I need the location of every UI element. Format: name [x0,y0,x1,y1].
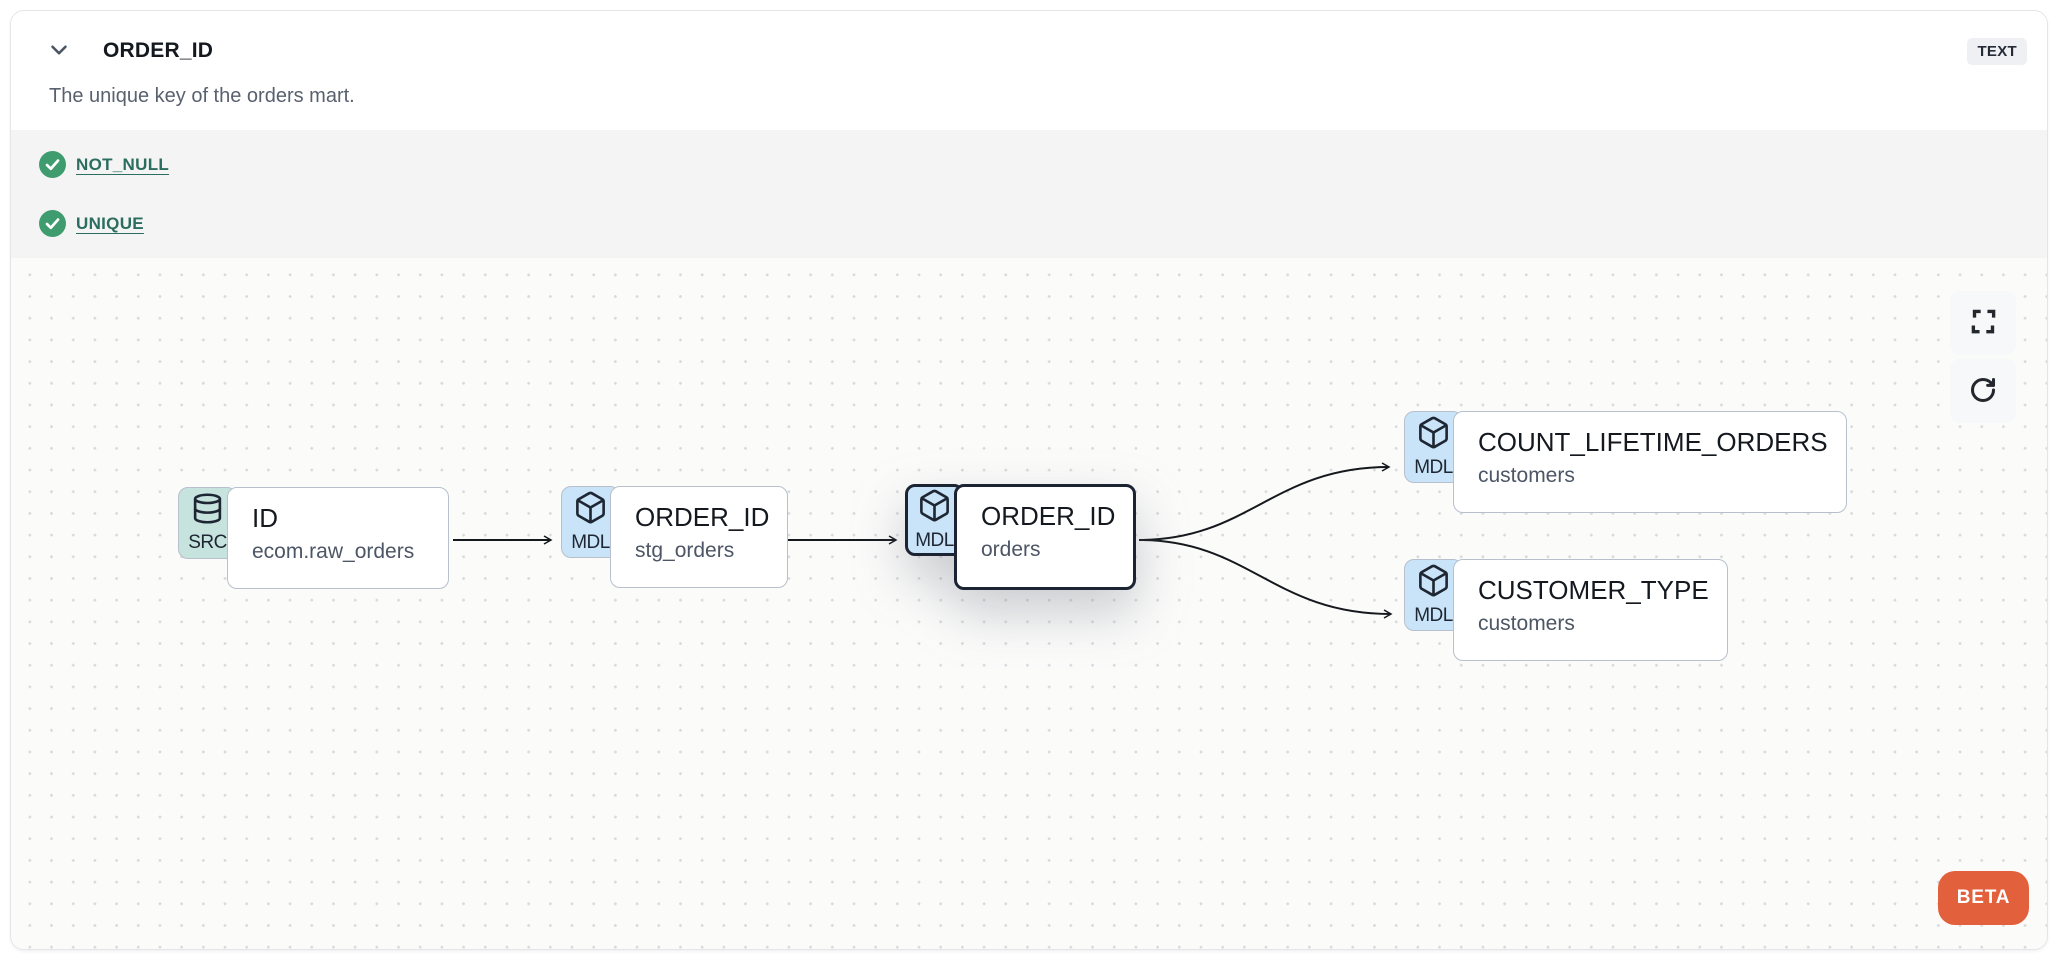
edge-orders-to-count-lifetime [1138,467,1389,541]
node-subtitle: orders [981,538,1041,561]
node-card: COUNT_LIFETIME_ORDERS customers [1453,411,1847,513]
node-subtitle: stg_orders [635,539,735,562]
node-card: ORDER_ID stg_orders [610,486,789,588]
chevron-down-icon [46,37,72,66]
cube-icon [1416,415,1451,455]
test-link-unique[interactable]: UNIQUE [76,213,144,233]
node-title: ORDER_ID [635,502,770,532]
check-circle-icon [39,210,66,237]
refresh-icon [1969,376,1997,407]
node-kind-label: MDL [915,530,954,551]
lineage-node-stg-orders[interactable]: MDL ORDER_ID stg_orders [561,486,789,588]
node-title: ORDER_ID [981,501,1116,531]
collapse-chevron-button[interactable] [41,33,77,69]
node-kind-label: MDL [571,532,610,553]
node-card: ID ecom.raw_orders [227,487,449,589]
column-description: The unique key of the orders mart. [49,85,355,107]
fullscreen-icon [1970,308,1997,338]
cube-icon [1416,563,1451,603]
node-subtitle: customers [1478,612,1575,635]
test-row: NOT_NULL [39,151,2019,178]
lineage-node-source-id[interactable]: SRC ID ecom.raw_orders [178,487,449,589]
beta-badge: BETA [1938,871,2029,925]
database-icon [191,492,224,530]
lineage-canvas[interactable]: SRC ID ecom.raw_orders MDL ORDER_ID stg_… [11,258,2047,949]
refresh-button[interactable] [1950,359,2016,423]
node-subtitle: ecom.raw_orders [252,540,415,563]
node-card: CUSTOMER_TYPE customers [1453,559,1728,661]
test-row: UNIQUE [39,210,2019,237]
panel-header: ORDER_ID TEXT The unique key of the orde… [11,11,2047,108]
column-type-badge: TEXT [1967,37,2027,65]
lineage-node-count-lifetime-orders[interactable]: MDL COUNT_LIFETIME_ORDERS customers [1404,411,1847,513]
node-subtitle: customers [1478,464,1575,487]
column-detail-panel: ORDER_ID TEXT The unique key of the orde… [10,10,2048,950]
cube-icon [573,490,608,530]
lineage-node-customer-type[interactable]: MDL CUSTOMER_TYPE customers [1404,559,1728,661]
test-link-not-null[interactable]: NOT_NULL [76,154,170,174]
lineage-edges [453,258,2047,938]
node-title: CUSTOMER_TYPE [1478,575,1709,605]
page-title: ORDER_ID [103,39,214,62]
node-kind-label: MDL [1414,605,1453,626]
node-title: COUNT_LIFETIME_ORDERS [1478,427,1828,457]
cube-icon [917,488,952,528]
check-circle-icon [39,151,66,178]
edge-orders-to-customer-type [1138,539,1391,614]
fullscreen-button[interactable] [1950,291,2016,355]
node-kind-label: MDL [1414,457,1453,478]
node-title: ID [252,503,278,533]
node-kind-label: SRC [188,532,227,553]
lineage-node-orders-selected[interactable]: MDL ORDER_ID orders [905,484,1137,590]
node-card: ORDER_ID orders [954,484,1137,590]
tests-section: NOT_NULL UNIQUE [11,130,2047,258]
